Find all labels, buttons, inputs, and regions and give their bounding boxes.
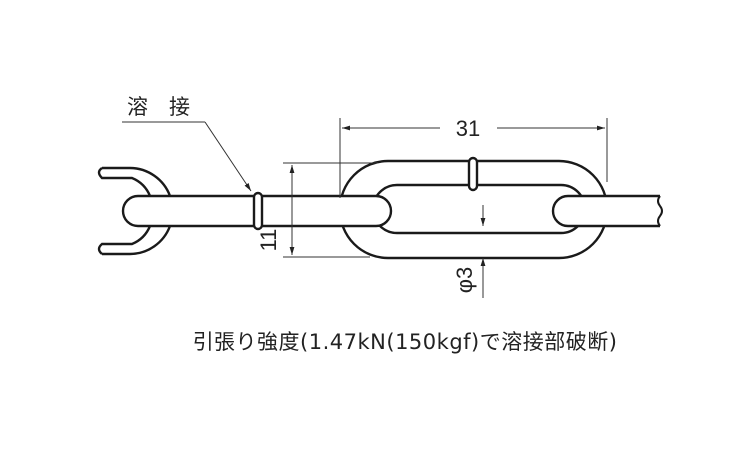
left-link-end	[102, 166, 172, 256]
weld-mark-left	[252, 191, 264, 231]
right-link-bar	[551, 194, 660, 228]
width-dimension: 11	[256, 229, 281, 252]
wire-diameter-dimension: φ3	[452, 267, 477, 294]
length-dimension: 31	[456, 116, 480, 141]
strength-caption: 引張り強度(1.47kN(150kgf)で溶接部破断)	[192, 330, 618, 354]
weld-mark-middle	[467, 156, 479, 192]
weld-label: 溶 接	[127, 95, 190, 119]
